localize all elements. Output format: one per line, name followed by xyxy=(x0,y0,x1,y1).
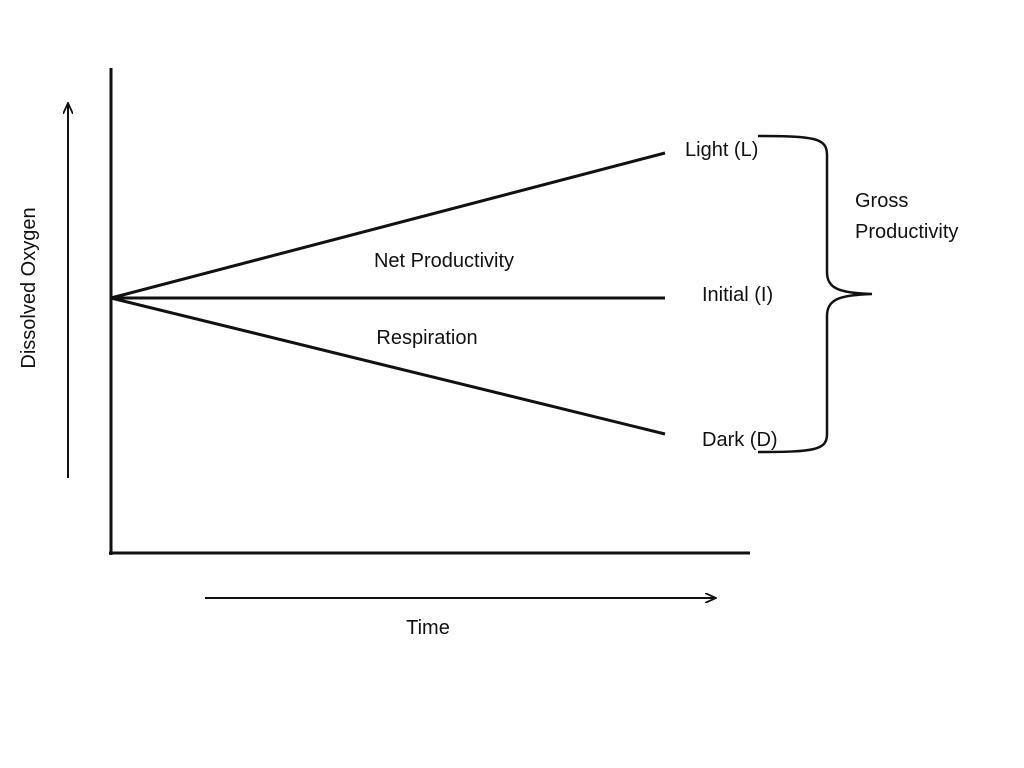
light-line xyxy=(110,151,666,300)
net-productivity-label: Net Productivity xyxy=(374,250,514,272)
y-axis-label: Dissolved Oxygen xyxy=(18,207,40,368)
gross-productivity-line2: Productivity xyxy=(855,221,958,243)
dark-line xyxy=(110,296,666,436)
light-label: Light (L) xyxy=(685,139,758,161)
initial-label: Initial (I) xyxy=(702,284,773,306)
gross-productivity-brace xyxy=(757,134,873,454)
gross-productivity-line1: Gross xyxy=(855,190,908,212)
x-axis-label: Time xyxy=(406,617,450,639)
dark-label: Dark (D) xyxy=(702,429,778,451)
respiration-label: Respiration xyxy=(376,327,477,349)
gross-productivity-label: Gross Productivity xyxy=(855,190,958,243)
